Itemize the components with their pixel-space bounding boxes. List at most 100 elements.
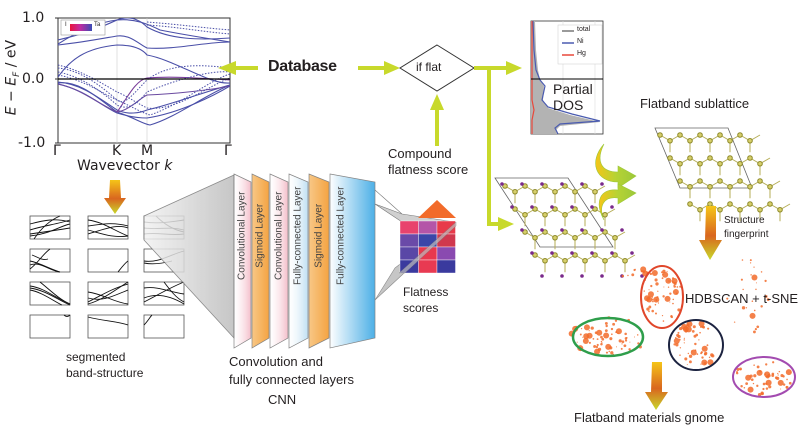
tsne-point [610,327,614,331]
tsne-point [688,354,693,358]
tsne-point [603,332,610,339]
curved-arrow-lattice-to-sublattice [598,183,637,221]
tsne-point [622,275,624,277]
lattice-atom-secondary [610,205,614,209]
tsne-point [669,301,671,303]
lattice-atom [582,211,588,218]
tsne-point [750,274,752,276]
lattice-atom-secondary [590,205,594,209]
band-plot-frame [57,17,231,144]
tsne-point [621,340,625,344]
lattice-atom [717,160,723,167]
tsne-point [684,329,688,333]
fingerprint-label-1: Structure [724,215,765,226]
lattice-atom-secondary [520,182,524,186]
tsne-point [703,362,707,365]
tsne-point [762,382,766,386]
lattice-atom-secondary [600,182,604,186]
tsne-point [756,384,759,387]
band-ylabel: E − EF / eV [3,23,22,133]
tsne-point [609,337,613,341]
tsne-point [595,345,599,349]
cnn-layer-2 [251,173,270,349]
tsne-point [608,350,611,353]
tsne-point [600,335,603,339]
lattice-atom [757,160,763,167]
band-segment-tile [87,314,129,339]
lattice-atom [757,206,763,213]
lattice-atom [582,257,588,264]
ytick-label: -1.0 [18,135,46,151]
lattice-atom [707,137,713,144]
tsne-point [601,337,605,341]
lattice-atom [552,234,558,241]
lattice-atom [612,234,618,241]
lattice-atom-secondary [630,251,634,255]
curved-arrow-dos-to-sublattice [595,143,637,189]
lattice-atom [707,155,713,161]
tsne-point [588,341,591,344]
xlabel-text: Wavevector [77,158,165,174]
tsne-point [698,339,700,341]
tsne-point [683,342,685,344]
tsne-point [610,351,614,355]
tsne-point [704,351,708,355]
dos-legend-hg: Hg [577,50,586,57]
tsne-point [648,310,650,313]
ylabel-sub: F [12,71,23,77]
tsne-point [671,277,678,284]
tsne-point [694,342,697,346]
lattice-atom-secondary [570,251,574,255]
score-cell [399,233,419,248]
tsne-point [600,340,603,343]
cnn-layer-5 [308,173,330,349]
tsne-point [628,348,631,351]
tsne-point [774,376,778,380]
tsne-point [662,269,666,273]
lattice-atom [582,229,588,235]
lattice-atom [592,188,598,195]
tsne-point [654,303,657,306]
compound-score-label-2: flatness score [388,162,469,177]
tsne-point [582,336,584,338]
tsne-point [765,363,768,366]
xtick-label: Γ [224,143,232,159]
tsne-point [672,298,675,301]
lattice-atom [747,137,753,144]
band-segment-tile [87,215,129,240]
tsne-point [609,346,613,350]
tsne-point [649,272,653,276]
lattice-atom [747,183,753,190]
tsne-point [693,334,697,338]
tsne-point [652,300,654,303]
cnn-layers [233,173,403,349]
tsne-point [785,385,789,389]
cnn-layer-label: Fully-connected Layer [335,186,347,285]
tsne-point [678,338,681,341]
tsne-point [590,326,594,330]
xtick-label: Γ [53,143,61,159]
tsne-point [662,320,665,322]
lattice-atom [747,201,753,207]
tsne-point [679,354,681,356]
tsne-point [771,374,775,377]
cnn-layer-1 [233,173,252,349]
lattice-atom [612,252,618,258]
tsne-point [592,337,595,340]
tsne-point [777,379,784,386]
tsne-point [755,288,757,291]
tsne-point [579,333,582,336]
tsne-point [765,382,768,385]
gnome-label: Flatband materials gnome [574,410,725,425]
tsne-point [576,341,578,343]
tsne-point [618,339,622,343]
lattice-atom [727,183,733,190]
arrow-sublattice-to-fingerprint [699,206,722,260]
tsne-point [605,324,608,328]
full-lattice-structure [494,177,644,278]
lattice-atom [717,132,723,138]
tsne-point [743,386,746,389]
lattice-atom [677,178,683,184]
tsne-point [583,324,590,331]
tsne-point [673,337,680,344]
